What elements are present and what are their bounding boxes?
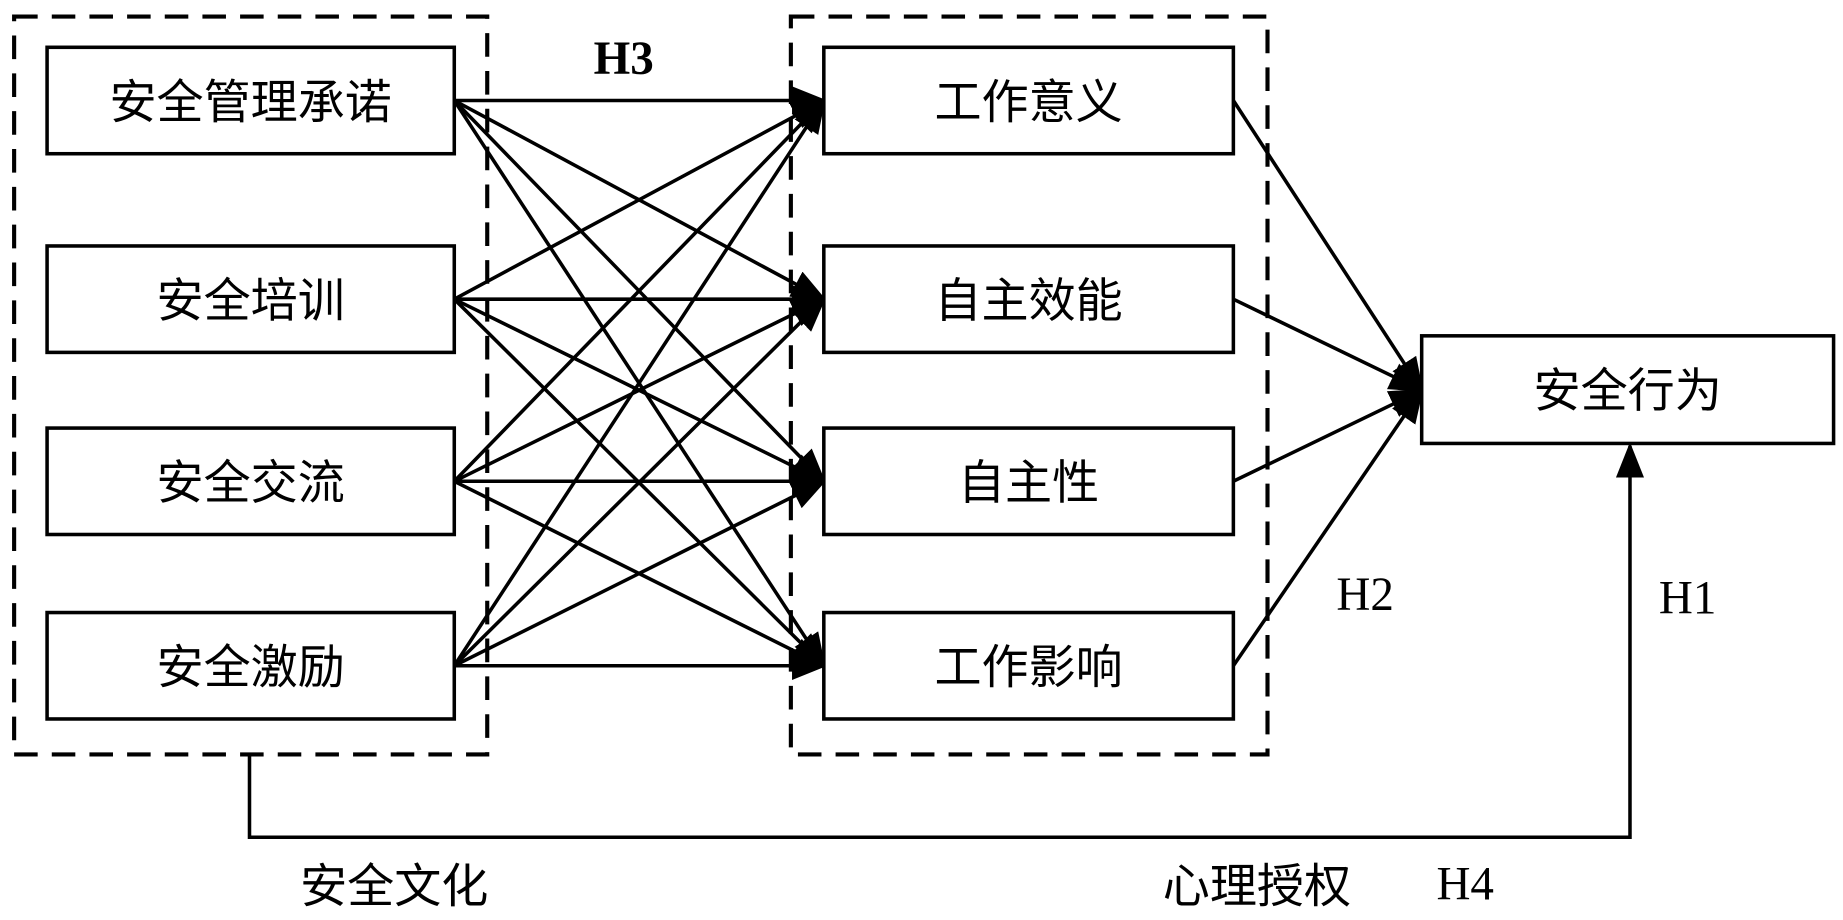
psychological-empowerment-group-border [788,14,1270,757]
arrow-left-3-to-right-1 [453,296,827,668]
right-node-autonomy: 自主性 [822,426,1236,537]
outcome-node-safety-behavior: 安全行为 [1419,334,1836,446]
arrow-right-0-to-outcome [1231,99,1424,394]
arrow-right-1-to-outcome [1232,297,1425,392]
arrow-left-2-to-right-1 [453,297,827,483]
arrow-right-3-to-outcome [1231,387,1424,667]
node-label: 工作意义 [934,75,1122,130]
safety-culture-group-label: 安全文化 [300,859,488,914]
arrow-left-2-to-right-0 [453,97,827,483]
arrow-left-1-to-right-0 [453,98,827,301]
node-label: 安全激励 [157,641,345,696]
edges-layer [247,86,1645,839]
hypothesis-h3-label: H3 [594,33,654,85]
hypothesis-h1-label: H1 [1659,572,1717,624]
node-label: 安全管理承诺 [109,75,391,130]
node-label: 自主性 [958,456,1099,511]
right-node-self-efficacy: 自主效能 [822,244,1236,355]
hypothesis-h4-label: H4 [1436,858,1494,910]
arrow-right-2-to-outcome [1232,388,1425,483]
node-label: 工作影响 [934,641,1122,696]
left-node-safety-incentive: 安全激励 [45,610,457,721]
left-node-safety-communication: 安全交流 [45,426,457,537]
psychological-empowerment-group-label: 心理授权 [1163,859,1351,914]
node-label: 自主效能 [934,274,1122,329]
arrow-culture-to-outcome [247,442,1645,839]
left-node-safety-management-commitment: 安全管理承诺 [45,45,457,156]
left-node-safety-training: 安全培训 [45,244,457,355]
arrow-left-3-to-right-2 [453,479,827,668]
node-label: 安全培训 [157,274,345,329]
hypothesis-h2-label: H2 [1336,569,1394,621]
right-node-work-impact: 工作影响 [822,610,1236,721]
right-node-work-meaning: 工作意义 [822,45,1236,156]
node-label: 安全行为 [1534,364,1722,419]
arrow-left-3-to-right-0 [452,97,826,667]
node-label: 安全交流 [157,456,345,511]
